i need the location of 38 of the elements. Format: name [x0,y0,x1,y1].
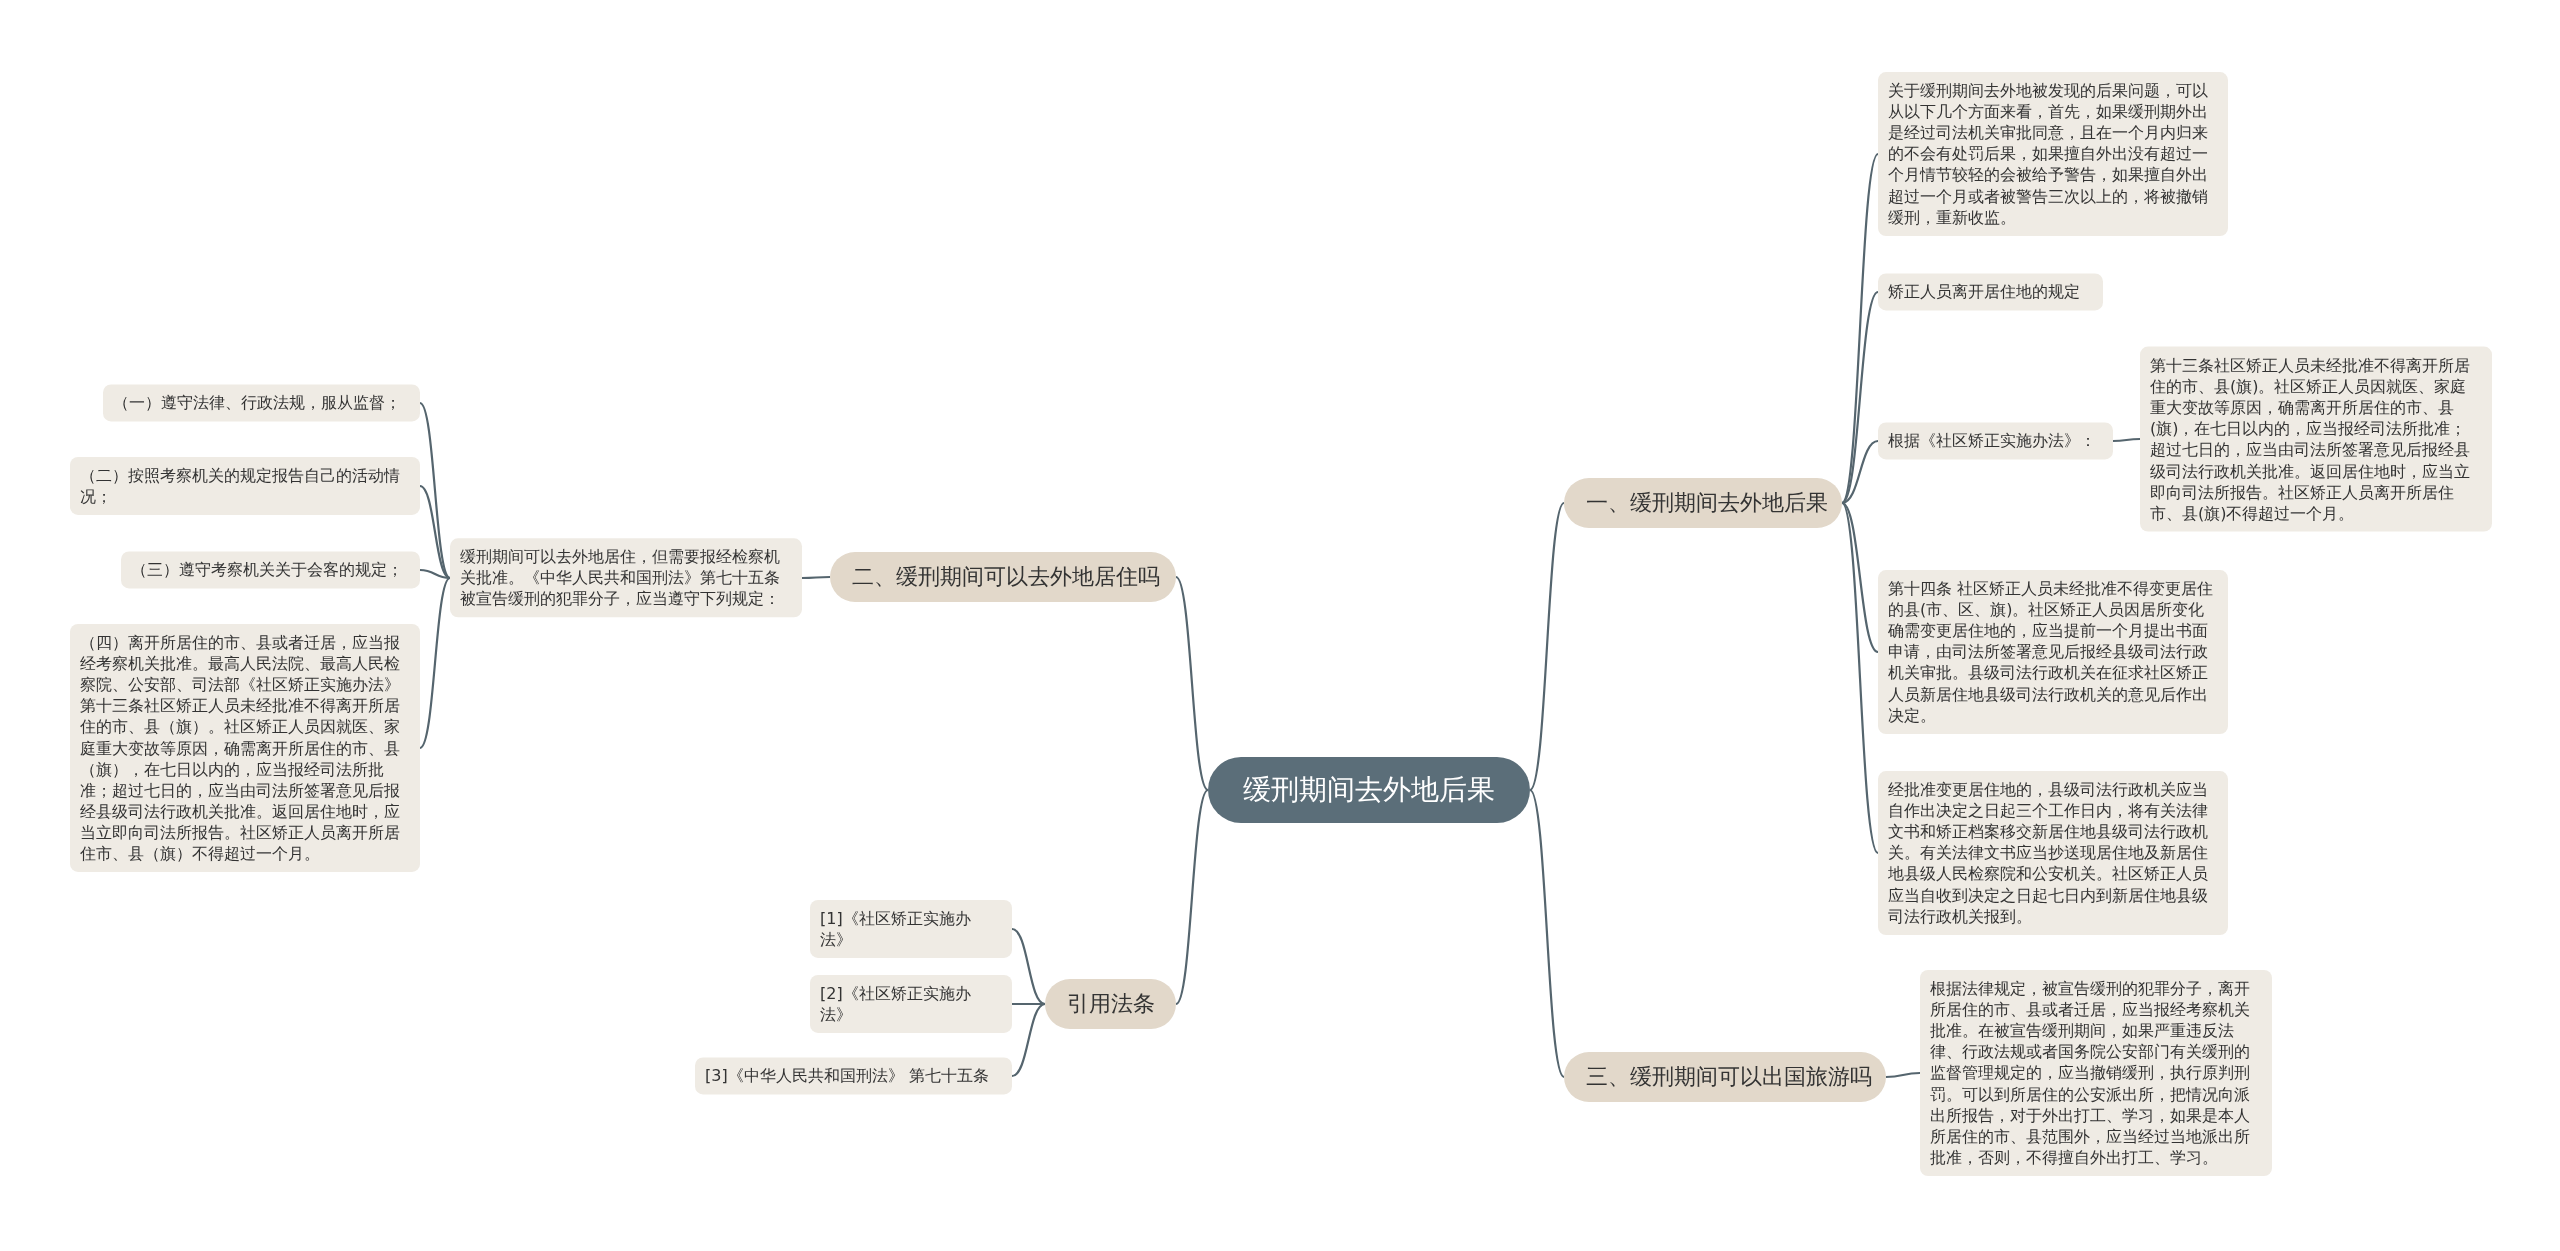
branch-topic: 三、缓刑期间可以出国旅游吗 [1564,1052,1886,1102]
connector-line [1175,789,1209,1005]
note-card: 经批准变更居住地的，县级司法行政机关应当自作出决定之日起三个工作日内，将有关法律文书和矫正档案移交新居住地县级司法行政机关。有关法律文书应当抄送现居住地及新居住地县级人民检察院和公安机关。社区矫正人员应当自收到决定之日起七日内到新居住地县级司法行政机关报到。 [1878,771,2228,935]
note-card: 关于缓刑期间去外地被发现的后果问题，可以从以下几个方面来看，首先，如果缓刑期外出是经过司法机关审批同意，且在一个月内归来的不会有处罚后果，如果擅自外出没有超过一个月情节较轻的会被给予警告，如果擅自外出超过一个月或者被警告三次以上的，将被撤销缓刑，重新收监。 [1878,72,2228,236]
connector-line [1011,1002,1046,1078]
note-card: （四）离开所居住的市、县或者迁居，应当报经考察机关批准。最高人民法院、最高人民检察院、公安部、司法部《社区矫正实施办法》第十三条社区矫正人员未经批准不得离开所居住的市、县（旗）。社区矫正人员因就医、家庭重大变故等原因，确需离开所居住的市、县（旗），在七日以内的，应当报经司法所批准；超过七日的，应当由司法所签署意见后报经县级司法行政机关批准。返回居住地时，应当立即向司法所报告。社区矫正人员离开所居住市、县（旗）不得超过一个月。 [70,623,420,873]
connector-line [1885,1071,1921,1079]
connector-line [1841,502,1879,854]
connector-line [1841,291,1879,504]
note-card: [3]《中华人民共和国刑法》 第七十五条 [695,1057,1012,1095]
connector-line [419,568,451,580]
connector-line [802,575,830,580]
note-card: 矫正人员离开居住地的规定 [1878,273,2103,311]
note-card: 缓刑期间可以去外地居住，但需要报经检察机关批准。《中华人民共和国刑法》第七十五条被宣告缓刑的犯罪分子，应当遵守下列规定： [450,538,802,618]
note-card: [1]《社区矫正实施办法》 [810,899,1012,959]
note-card: （三）遵守考察机关关于会客的规定； [121,551,420,589]
connector-line [419,577,451,749]
connector-line [2113,437,2140,443]
note-card: 根据《社区矫正实施办法》： [1878,422,2113,460]
connector-line [1529,502,1565,791]
note-card: 根据法律规定，被宣告缓刑的犯罪分子，离开所居住的市、县或者迁居，应当报经考察机关批准。在被宣告缓刑期间，如果严重违反法律、行政法规或者国务院公安部门有关缓刑的监督管理规定的，应当撤销缓刑，执行原判刑罚。可以到所居住的公安派出所，把情况向派出所报告，对于外出打工、学习，如果是本人所居住的市、县范围外，应当经过当地派出所批准，否则，不得擅自外出打工、学习。 [1920,970,2272,1176]
branch-topic: 引用法条 [1045,979,1176,1029]
note-card: （一）遵守法律、行政法规，服从监督； [103,384,420,422]
connector-line [1529,789,1565,1078]
connector-line [1011,927,1046,1006]
connector-line [1841,153,1879,504]
note-card: 第十三条社区矫正人员未经批准不得离开所居住的市、县(旗)。社区矫正人员因就医、家庭重大变故等原因，确需离开所居住的市、县(旗)，在七日以内的，应当报经司法所批准；超过七日的，应当由司法所签署意见后报经县级司法行政机关批准。返回居住地时，应当立即向司法所报告。社区矫正人员离开所居住市、县(旗)不得超过一个月。 [2140,346,2492,532]
note-card: [2]《社区矫正实施办法》 [810,974,1012,1034]
branch-topic: 一、缓刑期间去外地后果 [1564,478,1842,528]
connector-line [1175,576,1209,791]
note-card: （二）按照考察机关的规定报告自己的活动情况； [70,456,420,516]
connector-line [1841,502,1879,653]
connector-line [419,485,451,579]
central-topic: 缓刑期间去外地后果 [1208,757,1530,823]
connector-line [1841,439,1879,505]
note-card: 第十四条 社区矫正人员未经批准不得变更居住的县(市、区、旗)。社区矫正人员因居所变化确需变更居住地的，应当提前一个月提出书面申请，由司法所签署意见后报经县级司法行政机关审批。县级司法行政机关在征求社区矫正人员新居住地县级司法行政机关的意见后作出决定。 [1878,570,2228,734]
branch-topic: 二、缓刑期间可以去外地居住吗 [830,552,1176,602]
connector-line [1012,1002,1045,1006]
